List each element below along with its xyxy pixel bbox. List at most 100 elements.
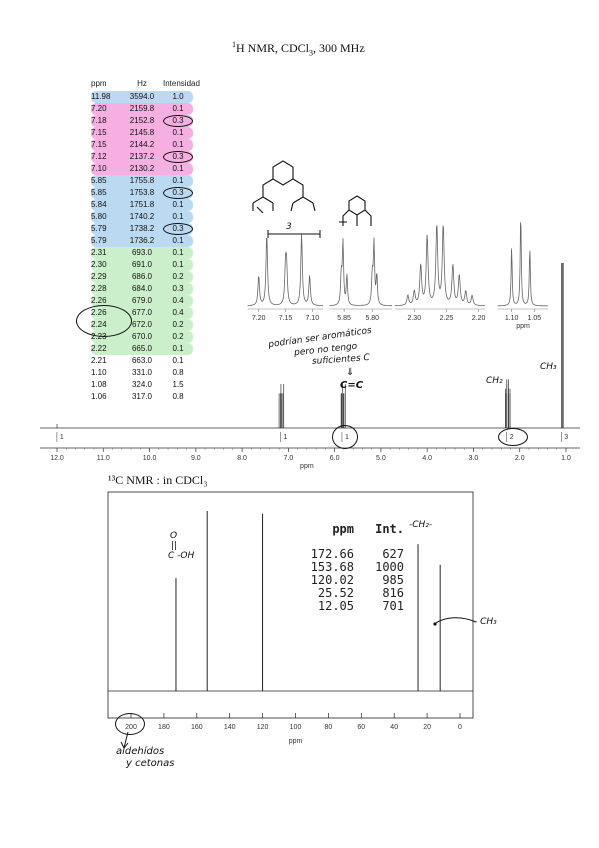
cell-ppm: 7.15 — [91, 140, 107, 149]
header-intensidad: Intensidad — [163, 79, 200, 88]
cell-hz: 2137.2 — [129, 152, 155, 161]
cell-hz: 2152.8 — [129, 116, 155, 125]
cell-ppm: 2.22 — [91, 344, 107, 353]
axis-tick-label: 5.0 — [376, 455, 386, 462]
note-aldehydes: aldehídos — [116, 746, 165, 757]
molecule-sketch-1 — [252, 160, 316, 214]
cell-hz: 2130.2 — [129, 164, 155, 173]
cell-ppm: 153.68 — [310, 560, 354, 574]
cell-int: 985 — [382, 573, 404, 587]
cell-int: 1.0 — [172, 92, 184, 101]
cell-int: 701 — [382, 599, 404, 613]
axis-tick-label: 1.0 — [561, 455, 571, 462]
note-carbonyl-o: O — [170, 531, 178, 541]
cell-hz: 2159.8 — [129, 104, 155, 113]
cell-ppm: 120.02 — [310, 573, 354, 587]
cell-int: 816 — [382, 586, 404, 600]
c13-nmr-title: ¹³C NMR : in CDCl₃ — [108, 473, 208, 487]
cell-ppm: 7.18 — [91, 116, 107, 125]
axis-tick-label: 8.0 — [237, 455, 247, 462]
c13-frame — [107, 491, 474, 719]
cell-hz: 2145.8 — [129, 128, 155, 137]
cell-ppm: 2.26 — [91, 296, 107, 305]
note-ch2: -CH₂- — [409, 520, 433, 530]
inset-tick-label: 1.10 — [505, 315, 519, 322]
table-row: 120.02 985 — [296, 574, 404, 587]
circle-annotation — [498, 428, 528, 446]
peak-table-header: ppm Hz Intensidad — [91, 79, 200, 91]
axis-tick-label: 2.0 — [515, 455, 525, 462]
note-double-bond: C=C — [340, 380, 364, 391]
table-row: 7.15 2145.8 0.1 — [91, 127, 193, 139]
cell-ppm: 2.31 — [91, 248, 107, 257]
header-ppm: ppm — [91, 79, 107, 88]
cell-hz: 684.0 — [131, 284, 153, 293]
cell-hz: 2144.2 — [129, 140, 155, 149]
cell-hz: 677.0 — [131, 308, 153, 317]
cell-ppm: 2.28 — [91, 284, 107, 293]
c13-header-int: Int. — [375, 522, 404, 536]
c13-table-header: ppm Int. — [296, 523, 404, 536]
cell-hz: 693.0 — [131, 248, 153, 257]
cell-int: 0.1 — [172, 260, 184, 269]
h1-nmr-title: 1H NMR, CDCl3, 300 MHz — [232, 40, 365, 57]
cell-int: 0.1 — [172, 164, 184, 173]
c13-tick-label: 20 — [423, 724, 431, 731]
c13-tick-label: 80 — [325, 724, 333, 731]
cell-hz: 3594.0 — [129, 92, 155, 101]
cell-hz: 679.0 — [131, 296, 153, 305]
cell-ppm: 5.79 — [91, 224, 107, 233]
inset-tick-label: 5.85 — [337, 315, 351, 322]
cell-ppm: 25.52 — [317, 586, 354, 600]
title-suffix: , 300 MHz — [313, 41, 365, 55]
cell-ppm: 2.30 — [91, 260, 107, 269]
inset-trace — [247, 233, 323, 307]
table-row: 25.52 816 — [296, 587, 404, 600]
cell-int: 0.1 — [172, 104, 184, 113]
cell-ppm: 7.12 — [91, 152, 107, 161]
inset-tick-label: 2.25 — [440, 315, 454, 322]
table-row: 12.05 701 — [296, 600, 404, 613]
cell-ppm: 12.05 — [317, 599, 354, 613]
arrow-icon — [433, 617, 477, 626]
cell-int: 0.1 — [172, 356, 184, 365]
note-carbonyl-bond: || — [171, 541, 178, 551]
cell-ppm: 7.15 — [91, 128, 107, 137]
cell-ppm: 5.79 — [91, 236, 107, 245]
cell-int: 0.1 — [172, 248, 184, 257]
c13-header-ppm: ppm — [332, 522, 354, 536]
integral-label: 3 — [564, 434, 568, 441]
inset-trace — [497, 222, 548, 307]
note-arrow-icon: ⇓ — [346, 367, 355, 378]
cell-int: 0.1 — [172, 140, 184, 149]
c13-axis-label: ppm — [289, 738, 303, 745]
note-ch3: - CH₃ — [474, 617, 497, 627]
cell-hz: 665.0 — [131, 344, 153, 353]
inset-tick-label: 2.20 — [472, 315, 486, 322]
cell-hz: 1736.2 — [129, 236, 155, 245]
cell-int: 0.1 — [172, 176, 184, 185]
cell-int: 0.4 — [172, 296, 184, 305]
multiplet-label: 3 — [286, 222, 292, 232]
axis-tick-label: 3.0 — [469, 455, 479, 462]
note-carboxylic: C -OH — [168, 551, 195, 561]
cell-int: 0.3 — [163, 187, 193, 199]
table-row: 2.26 679.0 0.4 — [91, 295, 193, 307]
cell-ppm: 2.21 — [91, 356, 107, 365]
cell-int: 0.8 — [172, 368, 184, 377]
cell-int: 0.1 — [172, 128, 184, 137]
cell-ppm: 172.66 — [310, 547, 354, 561]
title-superscript: 1 — [232, 40, 236, 49]
cell-int: 0.1 — [172, 212, 184, 221]
c13-tick-label: 100 — [290, 724, 302, 731]
